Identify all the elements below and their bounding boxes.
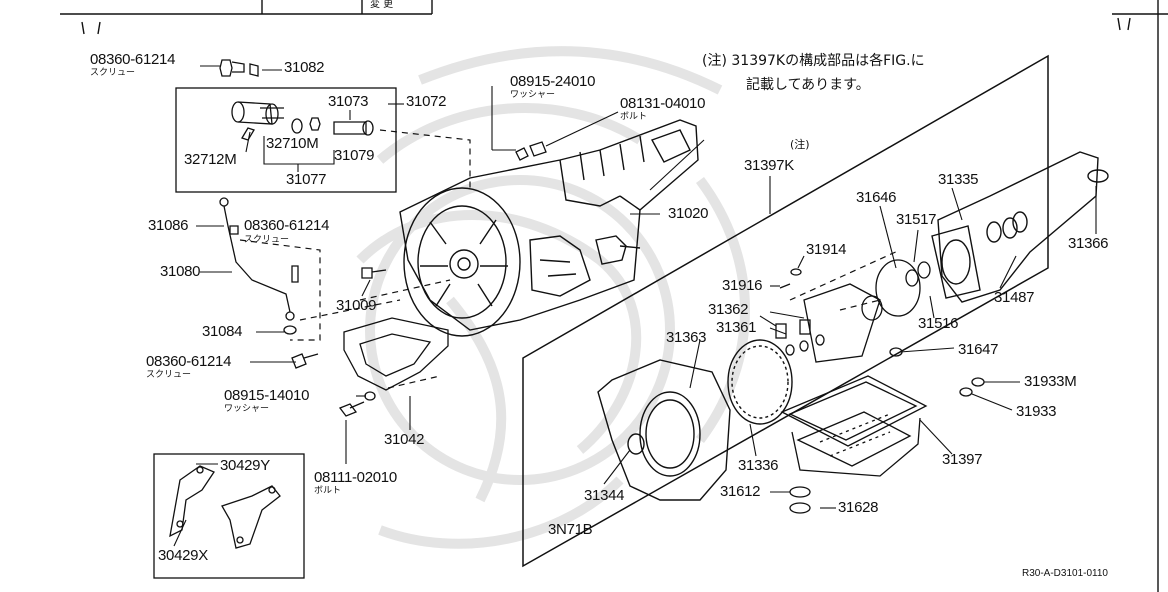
part-sublabel-bolt-top: ボルト [620, 112, 648, 122]
part-label-31362: 31362 [708, 301, 749, 318]
part-label-31628: 31628 [838, 499, 879, 516]
part-label-31072: 31072 [406, 93, 447, 110]
converter-cover [343, 317, 449, 391]
part-label-31020: 31020 [668, 205, 709, 222]
part-label-31344: 31344 [584, 487, 625, 504]
model-code-label: 3N71B [548, 521, 593, 538]
part-label-32710M: 32710M [266, 135, 319, 152]
oil-pan-group [780, 375, 928, 514]
extension-housing [931, 151, 1109, 303]
inset-box-switch [175, 87, 397, 193]
part-sublabel-washer-low: ワッシャー [224, 404, 270, 414]
note-line-1: (注) 31397Kの構成部品は各FIG.に [702, 53, 925, 69]
part-label-31933: 31933 [1016, 403, 1057, 420]
part-label-31042: 31042 [384, 431, 425, 448]
dashed-leaders [239, 129, 901, 389]
part-label-31363: 31363 [666, 329, 707, 346]
part-label-31335: 31335 [938, 171, 979, 188]
part-label-31517: 31517 [896, 211, 937, 228]
part-label-31084: 31084 [202, 323, 243, 340]
part-label-31933M: 31933M [1024, 373, 1077, 390]
transmission-case [399, 119, 699, 337]
note-line-2: 記載してあります。 [746, 77, 870, 93]
part-sublabel-screw-top: スクリュー [90, 68, 136, 78]
part-label-08915-14010: 08915-14010 [224, 387, 310, 404]
mount-brackets [169, 465, 281, 549]
neutral-switch-assembly [231, 101, 374, 141]
part-label-08360-61214-top: 08360-61214 [90, 51, 176, 68]
part-label-31397: 31397 [942, 451, 983, 468]
part-label-32712M: 32712M [184, 151, 237, 168]
inset-box-brackets [153, 453, 305, 579]
part-label-31073: 31073 [328, 93, 369, 110]
part-label-08360-61214-low: 08360-61214 [146, 353, 232, 370]
part-label-31009: 31009 [336, 297, 377, 314]
part-sublabel-screw-low: スクリュー [146, 370, 192, 380]
part-label-31516: 31516 [918, 315, 959, 332]
dipstick-tube [219, 197, 299, 335]
revision-mark: 変 更 [370, 0, 394, 10]
group-box-31397k [522, 54, 1049, 568]
part-label-31366: 31366 [1068, 235, 1109, 252]
part-label-31916: 31916 [722, 277, 763, 294]
part-label-31487: 31487 [994, 289, 1035, 306]
part-label-31082: 31082 [284, 59, 325, 76]
watermark-emblem [356, 46, 750, 549]
part-label-31646: 31646 [856, 189, 897, 206]
converter-housing [597, 339, 793, 501]
part-label-08111-02010: 08111-02010 [314, 469, 397, 486]
part-label-31077: 31077 [286, 171, 327, 188]
part-label-31647: 31647 [958, 341, 999, 358]
part-label-31086: 31086 [148, 217, 189, 234]
part-label-31080: 31080 [160, 263, 201, 280]
part-sublabel-washer-top: ワッシャー [510, 90, 556, 100]
seal-rings [775, 259, 985, 397]
note-marker: (注) [790, 138, 810, 151]
part-sublabel-screw-mid: スクリュー [244, 235, 290, 245]
part-label-31914: 31914 [806, 241, 847, 258]
part-label-08131-04010: 08131-04010 [620, 95, 706, 112]
part-label-30429Y: 30429Y [220, 457, 270, 474]
figure-code: R30-A-D3101-0110 [1022, 568, 1108, 579]
part-label-31612: 31612 [720, 483, 761, 500]
part-label-31361: 31361 [716, 319, 757, 336]
part-label-31336: 31336 [738, 457, 779, 474]
part-label-31397K: 31397K [744, 157, 794, 174]
part-label-31079: 31079 [334, 147, 375, 164]
part-label-30429X: 30429X [158, 547, 208, 564]
part-label-08360-61214-mid: 08360-61214 [244, 217, 330, 234]
top-frame [60, 0, 1168, 592]
leader-lines [173, 65, 1097, 547]
part-label-08915-24010: 08915-24010 [510, 73, 596, 90]
part-sublabel-bolt-low: ボルト [314, 486, 342, 496]
